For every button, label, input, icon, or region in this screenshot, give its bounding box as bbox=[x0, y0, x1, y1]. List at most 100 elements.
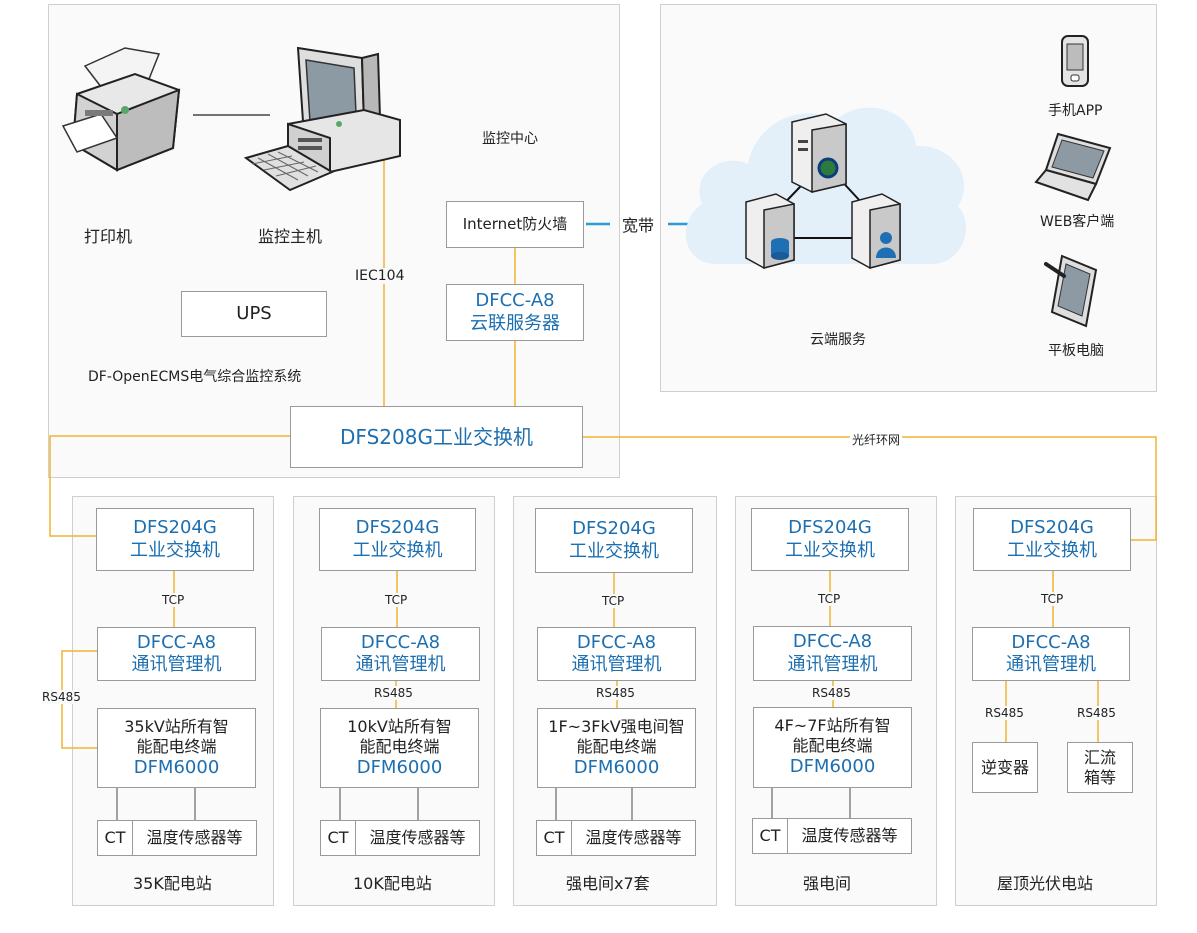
comm-manager-name: 通讯管理机 bbox=[131, 654, 222, 675]
station-switch-model: DFS204G bbox=[572, 518, 656, 539]
ct-label: CT bbox=[759, 826, 781, 845]
cloud-service-label: 云端服务 bbox=[810, 332, 866, 348]
sensor-box: CT 温度传感器等 bbox=[752, 818, 912, 854]
terminal-desc-line1: 35kV站所有智 bbox=[124, 716, 229, 736]
comm-manager-box: DFCC-A8 通讯管理机 bbox=[321, 627, 480, 681]
cloud-gateway-model: DFCC-A8 bbox=[475, 290, 555, 311]
rs485-label: RS485 bbox=[42, 690, 81, 704]
terminal-desc-line2: 能配电终端 bbox=[576, 736, 657, 756]
sensor-label: 温度传感器等 bbox=[369, 828, 466, 847]
rs485-label: RS485 bbox=[596, 686, 635, 700]
sensor-cell: 温度传感器等 bbox=[572, 821, 695, 855]
tcp-label: TCP bbox=[162, 593, 185, 607]
terminal-model: DFM6000 bbox=[133, 756, 220, 778]
terminal-desc-line2: 能配电终端 bbox=[792, 736, 873, 756]
pv-switch-name: 工业交换机 bbox=[1007, 539, 1097, 561]
core-switch-box: DFS208G工业交换机 bbox=[290, 406, 583, 468]
comm-manager-model: DFCC-A8 bbox=[136, 631, 217, 653]
sensor-cell: 温度传感器等 bbox=[356, 821, 479, 855]
station-name: 强电间 bbox=[803, 874, 852, 893]
tablet-label: 平板电脑 bbox=[1048, 343, 1104, 359]
printer-label: 打印机 bbox=[84, 227, 133, 246]
pv-comm-manager-name: 通讯管理机 bbox=[1006, 654, 1096, 675]
inverter-label: 逆变器 bbox=[980, 757, 1029, 777]
smart-terminal-box: 1F~3FkV强电间智 能配电终端 DFM6000 bbox=[537, 708, 696, 788]
core-switch-label: DFS208G工业交换机 bbox=[340, 424, 533, 449]
ct-label: CT bbox=[543, 828, 565, 847]
web-client-label: WEB客户端 bbox=[1040, 214, 1115, 230]
firewall-label: Internet防火墙 bbox=[462, 215, 568, 234]
combiner-label-line2: 箱等 bbox=[1083, 767, 1116, 787]
terminal-model: DFM6000 bbox=[789, 756, 876, 778]
station-switch-name: 工业交换机 bbox=[352, 539, 443, 561]
station-name: 强电间x7套 bbox=[566, 874, 650, 893]
station-name: 10K配电站 bbox=[353, 874, 432, 893]
comm-manager-name: 通讯管理机 bbox=[355, 654, 446, 675]
station-switch-box: DFS204G 工业交换机 bbox=[319, 508, 476, 571]
tcp-label: TCP bbox=[602, 594, 625, 608]
computer-host-icon bbox=[244, 46, 401, 192]
station-switch-box: DFS204G 工业交换机 bbox=[535, 508, 693, 573]
combiner-box: 汇流 箱等 bbox=[1067, 742, 1133, 793]
terminal-desc-line1: 1F~3FkV强电间智 bbox=[548, 716, 685, 736]
station-switch-box: DFS204G 工业交换机 bbox=[96, 508, 254, 571]
comm-manager-name: 通讯管理机 bbox=[571, 654, 662, 675]
tablet-icon bbox=[1044, 254, 1098, 328]
station-name: 35K配电站 bbox=[133, 874, 212, 893]
terminal-desc-line2: 能配电终端 bbox=[359, 736, 440, 756]
comm-manager-name: 通讯管理机 bbox=[787, 653, 878, 675]
rs485-label: RS485 bbox=[812, 686, 851, 700]
station-switch-model: DFS204G bbox=[788, 517, 872, 538]
sensor-cell: 温度传感器等 bbox=[788, 819, 911, 853]
comm-manager-model: DFCC-A8 bbox=[576, 631, 657, 653]
station-switch-model: DFS204G bbox=[355, 517, 440, 538]
mobile-phone-icon bbox=[1061, 35, 1089, 87]
ups-label: UPS bbox=[236, 302, 272, 324]
terminal-desc-line1: 4F~7F站所有智 bbox=[774, 716, 891, 736]
printer-icon bbox=[61, 47, 181, 172]
terminal-desc-line2: 能配电终端 bbox=[136, 736, 217, 756]
host-label: 监控主机 bbox=[258, 227, 323, 246]
station-switch-name: 工业交换机 bbox=[785, 539, 875, 561]
pv-switch-box: DFS204G 工业交换机 bbox=[973, 508, 1131, 571]
tcp-label: TCP bbox=[1041, 592, 1064, 606]
sensor-cell: 温度传感器等 bbox=[133, 821, 256, 855]
mobile-app-label: 手机APP bbox=[1048, 103, 1103, 119]
station-switch-model: DFS204G bbox=[133, 517, 217, 538]
cloud-gateway-box: DFCC-A8 云联服务器 bbox=[446, 284, 584, 341]
broadband-label: 宽带 bbox=[622, 216, 655, 235]
sensor-box: CT 温度传感器等 bbox=[97, 820, 257, 856]
tcp-label: TCP bbox=[385, 593, 408, 607]
combiner-label-line1: 汇流 bbox=[1083, 747, 1116, 767]
sensor-label: 温度传感器等 bbox=[146, 828, 243, 847]
station-switch-name: 工业交换机 bbox=[569, 540, 659, 562]
ct-cell: CT bbox=[321, 821, 356, 855]
pv-comm-manager-model: DFCC-A8 bbox=[1011, 631, 1091, 653]
monitor-center-label: 监控中心 bbox=[482, 131, 538, 147]
system-label: DF-OpenECMS电气综合监控系统 bbox=[88, 369, 302, 385]
comm-manager-box: DFCC-A8 通讯管理机 bbox=[537, 627, 696, 681]
sensor-label: 温度传感器等 bbox=[585, 828, 682, 847]
smart-terminal-box: 35kV站所有智 能配电终端 DFM6000 bbox=[97, 708, 256, 788]
comm-manager-box: DFCC-A8 通讯管理机 bbox=[97, 627, 256, 681]
rs485-label: RS485 bbox=[374, 686, 413, 700]
ct-cell: CT bbox=[537, 821, 572, 855]
ct-cell: CT bbox=[753, 819, 788, 853]
inverter-box: 逆变器 bbox=[972, 742, 1038, 793]
pv-comm-manager-box: DFCC-A8 通讯管理机 bbox=[972, 627, 1130, 681]
iec104-label: IEC104 bbox=[355, 268, 405, 284]
sensor-box: CT 温度传感器等 bbox=[320, 820, 480, 856]
comm-manager-box: DFCC-A8 通讯管理机 bbox=[753, 626, 912, 681]
station-switch-name: 工业交换机 bbox=[130, 539, 220, 561]
ct-label: CT bbox=[327, 828, 349, 847]
rs485-left-label: RS485 bbox=[985, 706, 1024, 720]
station-switch-box: DFS204G 工业交换机 bbox=[751, 508, 909, 571]
terminal-model: DFM6000 bbox=[573, 756, 660, 778]
tcp-label: TCP bbox=[818, 592, 841, 606]
comm-manager-model: DFCC-A8 bbox=[792, 631, 873, 652]
pv-switch-model: DFS204G bbox=[1010, 517, 1094, 538]
sensor-label: 温度传感器等 bbox=[801, 826, 898, 845]
ct-label: CT bbox=[104, 828, 126, 847]
fiber-ring-label: 光纤环网 bbox=[850, 431, 903, 448]
internet-firewall-box: Internet防火墙 bbox=[446, 201, 584, 248]
